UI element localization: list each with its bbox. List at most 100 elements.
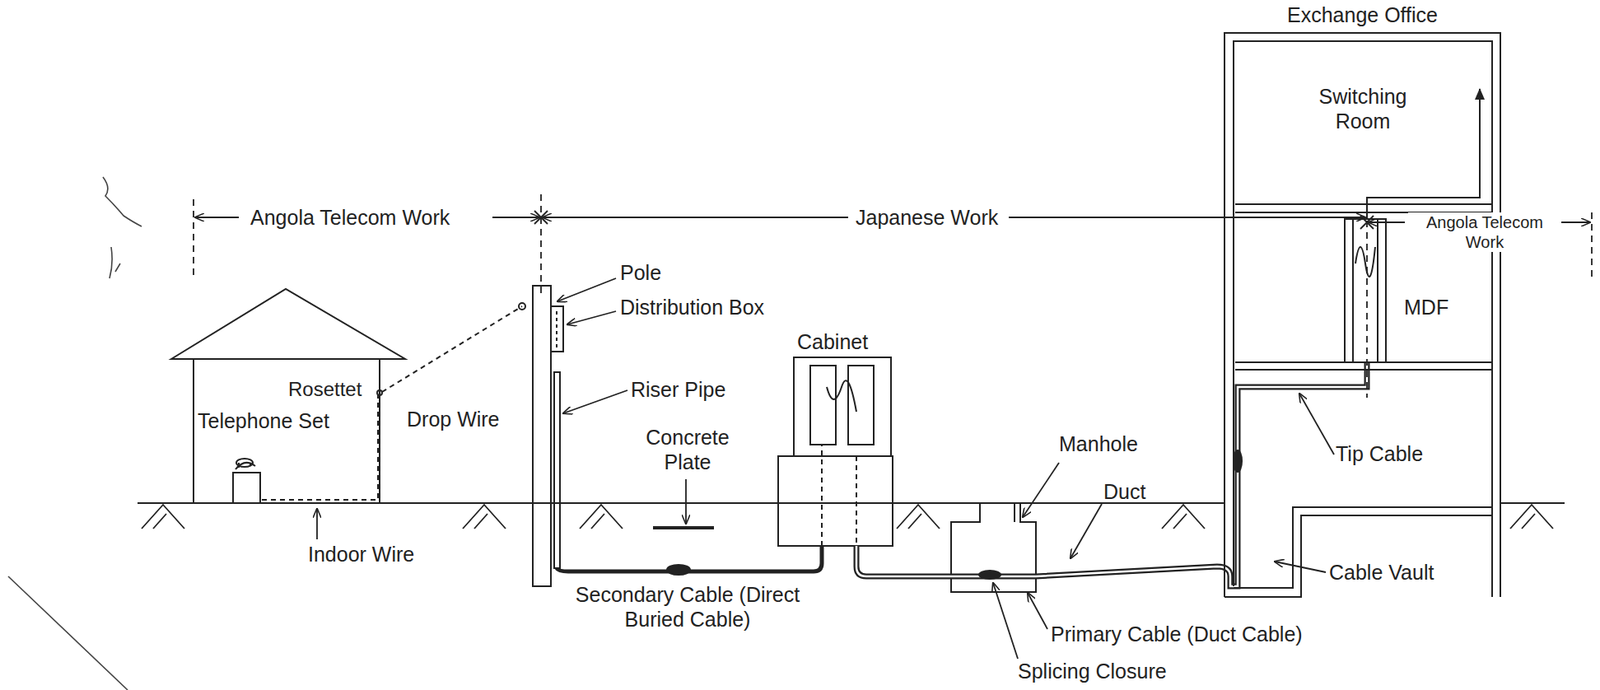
- room-box: Switching Room: [1235, 42, 1491, 204]
- ground-hatch: [462, 504, 506, 529]
- part-label: Riser Pipe: [630, 377, 726, 402]
- dashed-wires: [518, 303, 526, 310]
- part-label: Distribution Box: [620, 294, 765, 320]
- pen-marks: [8, 177, 142, 690]
- leader-arrows: [1027, 592, 1048, 630]
- leader-arrows: [1070, 503, 1102, 559]
- pole: [550, 306, 564, 352]
- mdf-frame: [1344, 219, 1386, 363]
- pen-marks: [8, 576, 128, 690]
- primary-cable: [856, 362, 1367, 587]
- work-boundaries: [1008, 216, 1366, 219]
- house: [377, 390, 383, 396]
- exchange-building: [1224, 32, 1501, 598]
- part-label: Pole: [620, 260, 662, 285]
- exchange-building: [1235, 204, 1493, 213]
- work-scope-label: Japanese Work: [852, 205, 1002, 230]
- part-label: Rosettet: [288, 377, 362, 402]
- ground-hatch: [896, 504, 940, 529]
- part-label: Indoor Wire: [307, 541, 415, 567]
- part-label: Cable Vault: [1329, 559, 1434, 585]
- leader-arrows: [1274, 561, 1326, 573]
- dashed-wires: [382, 306, 523, 392]
- work-boundaries: [1368, 221, 1405, 224]
- pole: [532, 285, 564, 587]
- work-boundaries: [195, 216, 239, 219]
- work-boundaries: [542, 216, 588, 219]
- leader-arrows: [567, 311, 616, 325]
- leader-arrows: [316, 508, 318, 540]
- primary-cable: [978, 569, 1002, 580]
- part-label: Drop Wire: [406, 406, 500, 432]
- pen-marks: [102, 177, 142, 279]
- cabinet: [778, 456, 893, 546]
- exchange-building: [1224, 515, 1493, 598]
- mdf-frame: [1352, 219, 1378, 363]
- work-boundaries: [534, 210, 548, 224]
- manhole: [1013, 503, 1016, 523]
- pole: [554, 372, 560, 569]
- building-title: Exchange Office: [1224, 2, 1501, 28]
- house: [233, 472, 261, 504]
- dashed-wires: [260, 303, 526, 500]
- work-scope-label: Angola Telecom Work: [247, 205, 453, 230]
- ground-hatch: [1161, 504, 1205, 529]
- ground-hatch: [1510, 504, 1554, 529]
- part-label: Manhole: [1058, 431, 1139, 457]
- room-name: Switching Room: [1305, 83, 1421, 134]
- ground-hatch: [141, 504, 185, 529]
- part-label: Tip Cable: [1335, 441, 1423, 467]
- part-label: MDF: [1404, 294, 1449, 320]
- exchange-building: [1235, 362, 1493, 370]
- mdf-frame: [1366, 88, 1480, 220]
- secondary-cable: [820, 444, 823, 546]
- work-boundaries: [492, 216, 540, 219]
- leader-arrows: [993, 583, 1018, 659]
- ground-hatch: [141, 504, 1554, 529]
- pole: [532, 285, 551, 587]
- cabinet: [793, 357, 891, 457]
- cabinet: [778, 357, 893, 546]
- secondary-cable: [667, 564, 691, 575]
- leader-arrows: [685, 479, 687, 524]
- exchange-building: [1233, 507, 1493, 588]
- exchange-building: [1224, 32, 1501, 598]
- leader-arrows: [557, 278, 616, 302]
- work-boundaries: [1560, 221, 1591, 224]
- exchange-building: [1233, 41, 1493, 598]
- cabinet: [810, 365, 836, 445]
- secondary-cable: [653, 526, 714, 530]
- ground-hatch: [579, 504, 623, 529]
- cabinet: [848, 365, 874, 445]
- pole: [555, 311, 558, 348]
- part-label: Duct: [1103, 479, 1146, 504]
- house: [171, 289, 406, 504]
- leader-arrows: [317, 278, 1335, 659]
- work-boundaries: [193, 194, 1592, 398]
- mdf-frame: [1355, 247, 1376, 277]
- ground-line: [137, 502, 1565, 504]
- primary-cable: [856, 362, 1367, 587]
- part-label: Concrete Plate: [638, 424, 738, 475]
- leader-arrows: [1022, 462, 1059, 518]
- house: [236, 458, 253, 467]
- part-label: Primary Cable (Duct Cable): [1050, 621, 1303, 647]
- part-label: Telephone Set: [197, 408, 330, 434]
- house: [193, 359, 380, 504]
- cabinet: [826, 380, 857, 412]
- work-boundaries: [587, 216, 849, 219]
- part-label: Cabinet: [797, 329, 868, 355]
- work-scope-label: Angola Telecom Work: [1408, 212, 1562, 252]
- cabinet: [855, 456, 858, 546]
- house: [171, 289, 406, 360]
- part-label: Splicing Closure: [1017, 658, 1167, 684]
- work-boundaries: [193, 194, 1592, 398]
- building-box: Exchange OfficeSwitching Room: [1224, 32, 1501, 504]
- part-label: Secondary Cable (Direct Buried Cable): [568, 582, 807, 632]
- work-boundaries: [1360, 215, 1374, 229]
- leader-arrows: [563, 390, 628, 414]
- ground-line: [137, 502, 1565, 504]
- leader-arrows: [1299, 393, 1335, 455]
- primary-cable: [856, 362, 1367, 587]
